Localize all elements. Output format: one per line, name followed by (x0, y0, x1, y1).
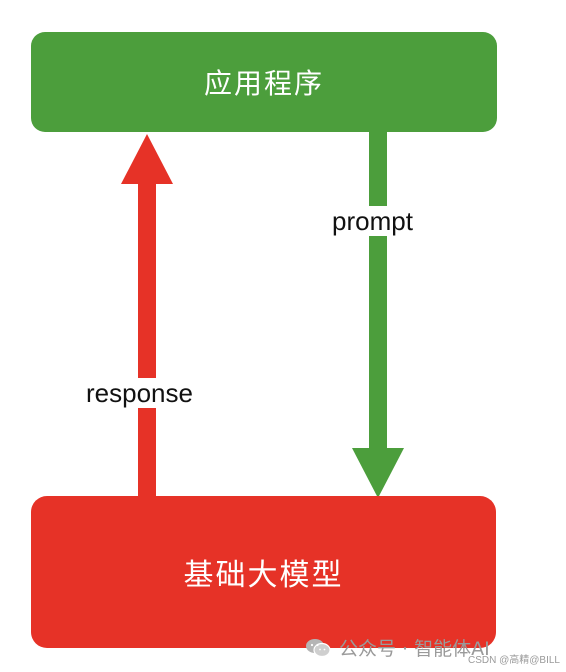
app-node-label: 应用程序 (203, 67, 324, 100)
prompt-label: prompt (330, 206, 415, 236)
response-label: response (84, 378, 195, 408)
wechat-icon (306, 638, 331, 657)
app-node: 应用程序 (31, 32, 497, 132)
prompt-arrow (352, 128, 404, 498)
model-node-label: 基础大模型 (183, 558, 344, 593)
watermark-text: 公众号 · 智能体AI (339, 638, 490, 660)
prompt-arrow-shaft (369, 128, 387, 450)
credit-text: CSDN @高精@BILL (468, 655, 560, 666)
prompt-arrow-head (352, 448, 404, 498)
model-node: 基础大模型 (31, 496, 496, 648)
response-arrow-head (121, 134, 173, 184)
response-arrow (121, 134, 173, 498)
response-arrow-shaft (138, 182, 156, 498)
watermark: 公众号 · 智能体AI (305, 634, 490, 661)
